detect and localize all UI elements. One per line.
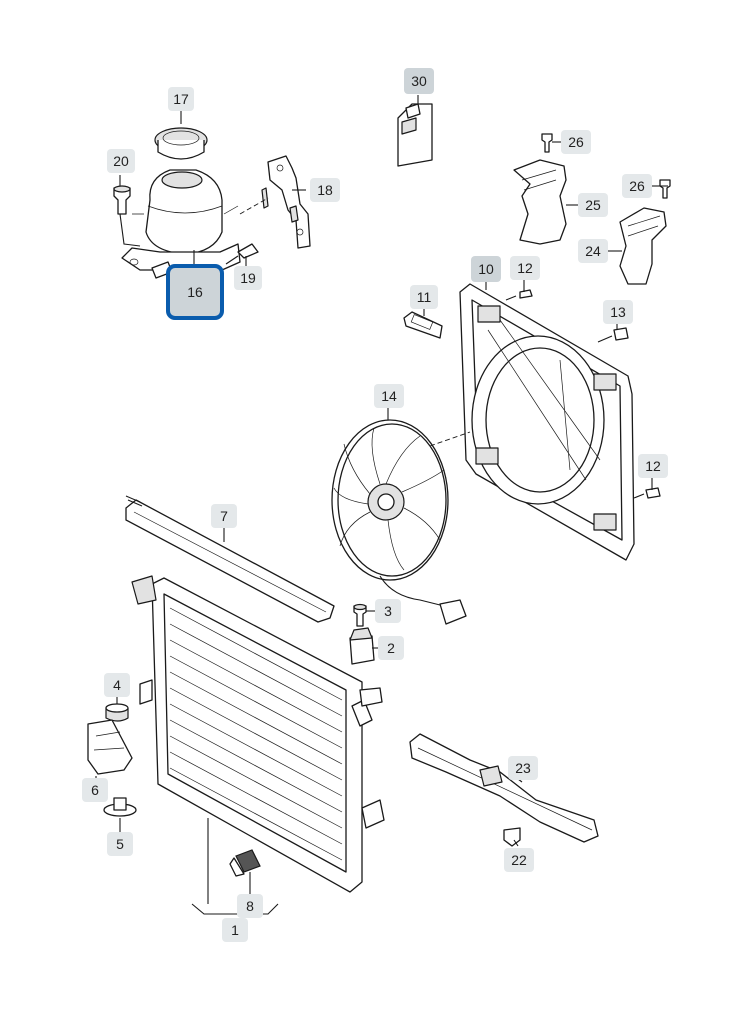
drain-plug-8[interactable] [229,849,261,877]
svg-text:12: 12 [645,458,661,474]
svg-text:25: 25 [585,197,601,213]
svg-text:26: 26 [568,134,584,150]
svg-text:1: 1 [231,922,239,938]
air-guide-24[interactable] [619,207,667,285]
callout-24[interactable]: 24 [578,239,608,263]
svg-text:8: 8 [246,898,254,914]
screw-26-upper[interactable] [541,133,553,153]
callout-14[interactable]: 14 [374,384,404,408]
gasket-11[interactable] [403,311,443,339]
svg-text:10: 10 [478,261,494,277]
svg-text:19: 19 [240,270,256,286]
mounting-bracket[interactable] [261,155,311,249]
clip-22[interactable] [503,827,521,847]
leader-lines [95,95,668,904]
bracket-2[interactable] [349,627,375,665]
callout-17[interactable]: 17 [168,87,194,111]
screw-26-right[interactable] [659,179,671,199]
callout-18[interactable]: 18 [310,178,340,202]
svg-text:3: 3 [384,603,392,619]
svg-text:30: 30 [411,73,427,89]
seal-strip[interactable] [125,495,335,623]
callout-20[interactable]: 20 [107,149,135,173]
svg-text:22: 22 [511,852,527,868]
radiator[interactable] [131,575,385,893]
svg-text:5: 5 [116,836,124,852]
svg-text:2: 2 [387,640,395,656]
callout-1[interactable]: 1 [222,918,248,942]
svg-text:14: 14 [381,388,397,404]
screw-13[interactable] [597,327,629,343]
svg-text:20: 20 [113,153,129,169]
fastener-5[interactable] [103,797,137,817]
radiator-fan[interactable] [331,419,471,625]
callout-16-selected[interactable]: 16 [166,264,224,320]
coolant-bottle[interactable] [397,103,433,167]
callout-26-upper[interactable]: 26 [561,130,591,154]
screw-12-top[interactable] [505,289,533,301]
callout-30[interactable]: 30 [404,68,434,94]
svg-text:18: 18 [317,182,333,198]
lower-cross-member-23[interactable] [409,733,599,843]
callout-3[interactable]: 3 [375,599,401,623]
callout-13[interactable]: 13 [603,300,633,324]
callout-4[interactable]: 4 [104,673,130,697]
callout-11[interactable]: 11 [410,285,438,309]
rubber-mount-4[interactable] [105,703,129,722]
svg-text:26: 26 [629,178,645,194]
callout-6[interactable]: 6 [82,778,108,802]
callout-23[interactable]: 23 [508,756,538,780]
screw-3[interactable] [353,603,367,627]
screw-12-side[interactable] [633,487,661,499]
callout-12-top[interactable]: 12 [510,256,540,280]
coolant-expansion-tank[interactable] [121,127,241,279]
callout-19[interactable]: 19 [234,266,262,290]
svg-text:11: 11 [417,289,432,305]
callout-22[interactable]: 22 [504,848,534,872]
callout-2[interactable]: 2 [378,636,404,660]
air-guide-25[interactable] [513,159,567,245]
callout-25[interactable]: 25 [578,193,608,217]
svg-text:23: 23 [515,760,531,776]
callout-10[interactable]: 10 [471,256,501,282]
svg-text:12: 12 [517,260,533,276]
svg-text:6: 6 [91,782,99,798]
radiator-group-bracket [191,903,279,915]
callout-8[interactable]: 8 [237,894,263,918]
callout-7[interactable]: 7 [211,504,237,528]
callout-26-right[interactable]: 26 [622,174,652,198]
svg-text:17: 17 [173,91,189,107]
svg-text:7: 7 [220,508,228,524]
callout-12-side[interactable]: 12 [638,454,668,478]
svg-text:4: 4 [113,677,121,693]
fan-shroud[interactable] [459,283,635,561]
screw-20[interactable] [113,185,131,215]
svg-text:13: 13 [610,304,626,320]
svg-text:24: 24 [585,243,601,259]
support-bracket-6[interactable] [87,719,133,775]
svg-text:16: 16 [187,284,203,300]
pin-19[interactable] [225,243,259,265]
callout-5[interactable]: 5 [107,832,133,856]
